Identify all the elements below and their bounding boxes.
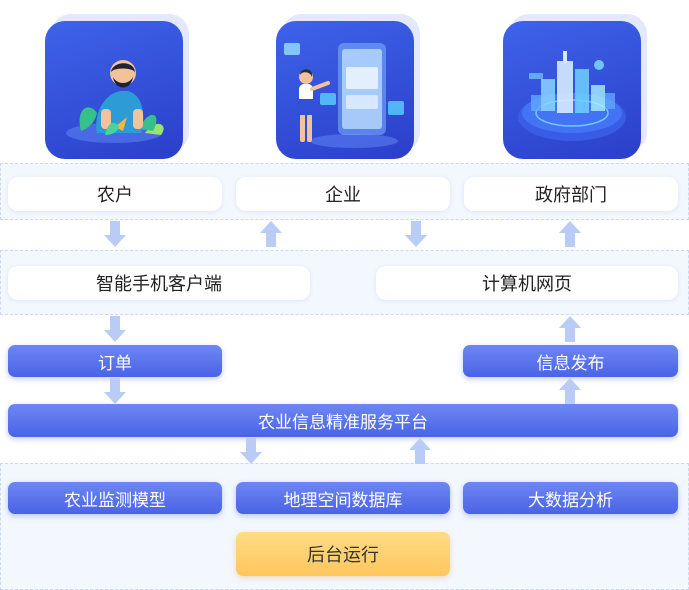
arrow-platform-to-backend xyxy=(240,438,262,464)
arrow-platform-to-publish xyxy=(559,378,581,404)
mobile-client-box: 智能手机客户端 xyxy=(8,266,310,300)
arrow-farmer-to-mobile xyxy=(104,221,126,247)
arrow-enterprise-to-web xyxy=(405,221,427,247)
publish-box: 信息发布 xyxy=(463,345,678,377)
arrow-backend-to-platform xyxy=(409,438,431,464)
platform-box: 农业信息精准服务平台 xyxy=(8,404,678,437)
arrow-mobile-to-enterprise xyxy=(260,221,282,247)
monitoring-model-box: 农业监测模型 xyxy=(8,482,222,514)
enterprise-illustration xyxy=(276,21,414,159)
web-client-box: 计算机网页 xyxy=(376,266,678,300)
gis-database-box: 地理空间数据库 xyxy=(236,482,450,514)
farmer-illustration xyxy=(45,21,183,159)
backend-ops-box: 后台运行 xyxy=(236,532,450,576)
enterprise-box: 企业 xyxy=(236,177,450,211)
order-box: 订单 xyxy=(8,345,222,377)
government-illustration xyxy=(503,21,641,159)
arrow-order-to-platform xyxy=(104,378,126,404)
bigdata-box: 大数据分析 xyxy=(463,482,678,514)
arrow-web-to-government xyxy=(559,221,581,247)
arrow-mobile-to-order xyxy=(104,316,126,342)
arrow-publish-to-web xyxy=(559,316,581,342)
farmer-box: 农户 xyxy=(8,177,222,211)
government-box: 政府部门 xyxy=(464,177,678,211)
